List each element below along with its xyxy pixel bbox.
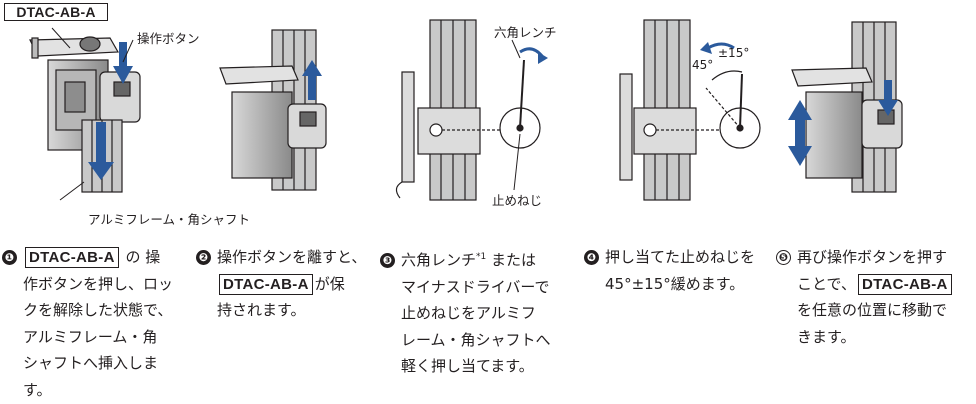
callout-line-tag [51,27,71,49]
step-1-number: ❶ [2,250,17,265]
procedure-illustrations [29,19,903,201]
step-3-number: ❸ [380,253,395,268]
figure-4-rotate-arrow-head [700,42,712,54]
figure-4-loosen [619,19,761,201]
callout-operation-button: 操作ボタン [137,31,200,46]
callout-angle-tolerance: ±15° [718,46,750,60]
callout-hex-wrench: 六角レンチ [494,25,557,40]
figure-3-rotate-arrow-head [538,52,548,64]
callout-aluminum-frame: アルミフレーム・角シャフト [88,212,251,227]
step-1-product: DTAC-AB-A [25,247,119,268]
callout-line-screw [513,133,521,191]
figure-2-arrow-up [302,60,322,100]
callout-line-frame [59,181,85,201]
step-5-number: ❺ [776,250,791,265]
callout-set-screw: 止めねじ [492,193,543,208]
step-2-number: ❷ [196,250,211,265]
figure-1-arrows [88,42,133,180]
figure-1-insert [29,36,141,193]
figure-5-arrows [788,80,898,166]
step-4-number: ❹ [584,250,599,265]
figure-4-rotate-arrow [707,42,735,50]
callout-angle-45: 45° [692,58,714,72]
step-2-product: DTAC-AB-A [219,273,313,295]
figure-3-tighten [395,19,541,201]
step-5-product: DTAC-AB-A [857,273,952,295]
figure-2-held [219,29,327,191]
callout-line-wrench [511,39,521,59]
callout-line-button [122,39,134,63]
figure-5-move [791,21,903,193]
product-tag: DTAC-AB-A [4,3,108,21]
